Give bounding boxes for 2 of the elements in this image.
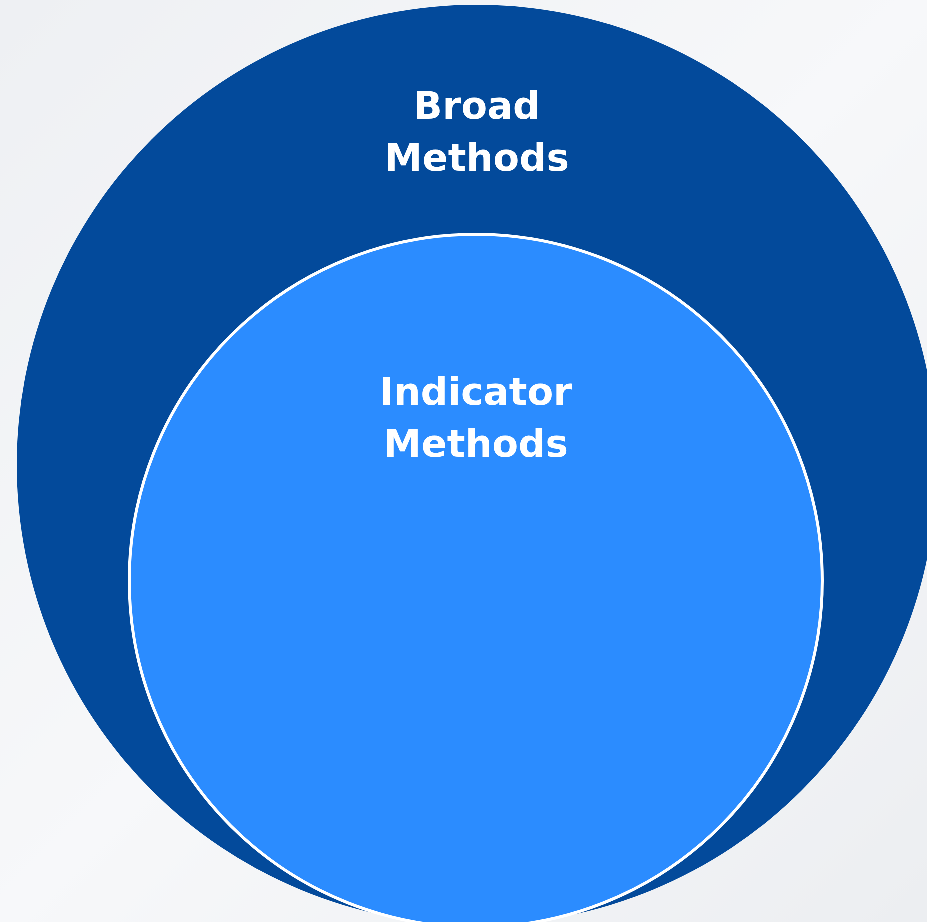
circle-label: Broad Methods xyxy=(384,83,570,182)
circle-label: Indicator Methods xyxy=(378,369,574,468)
